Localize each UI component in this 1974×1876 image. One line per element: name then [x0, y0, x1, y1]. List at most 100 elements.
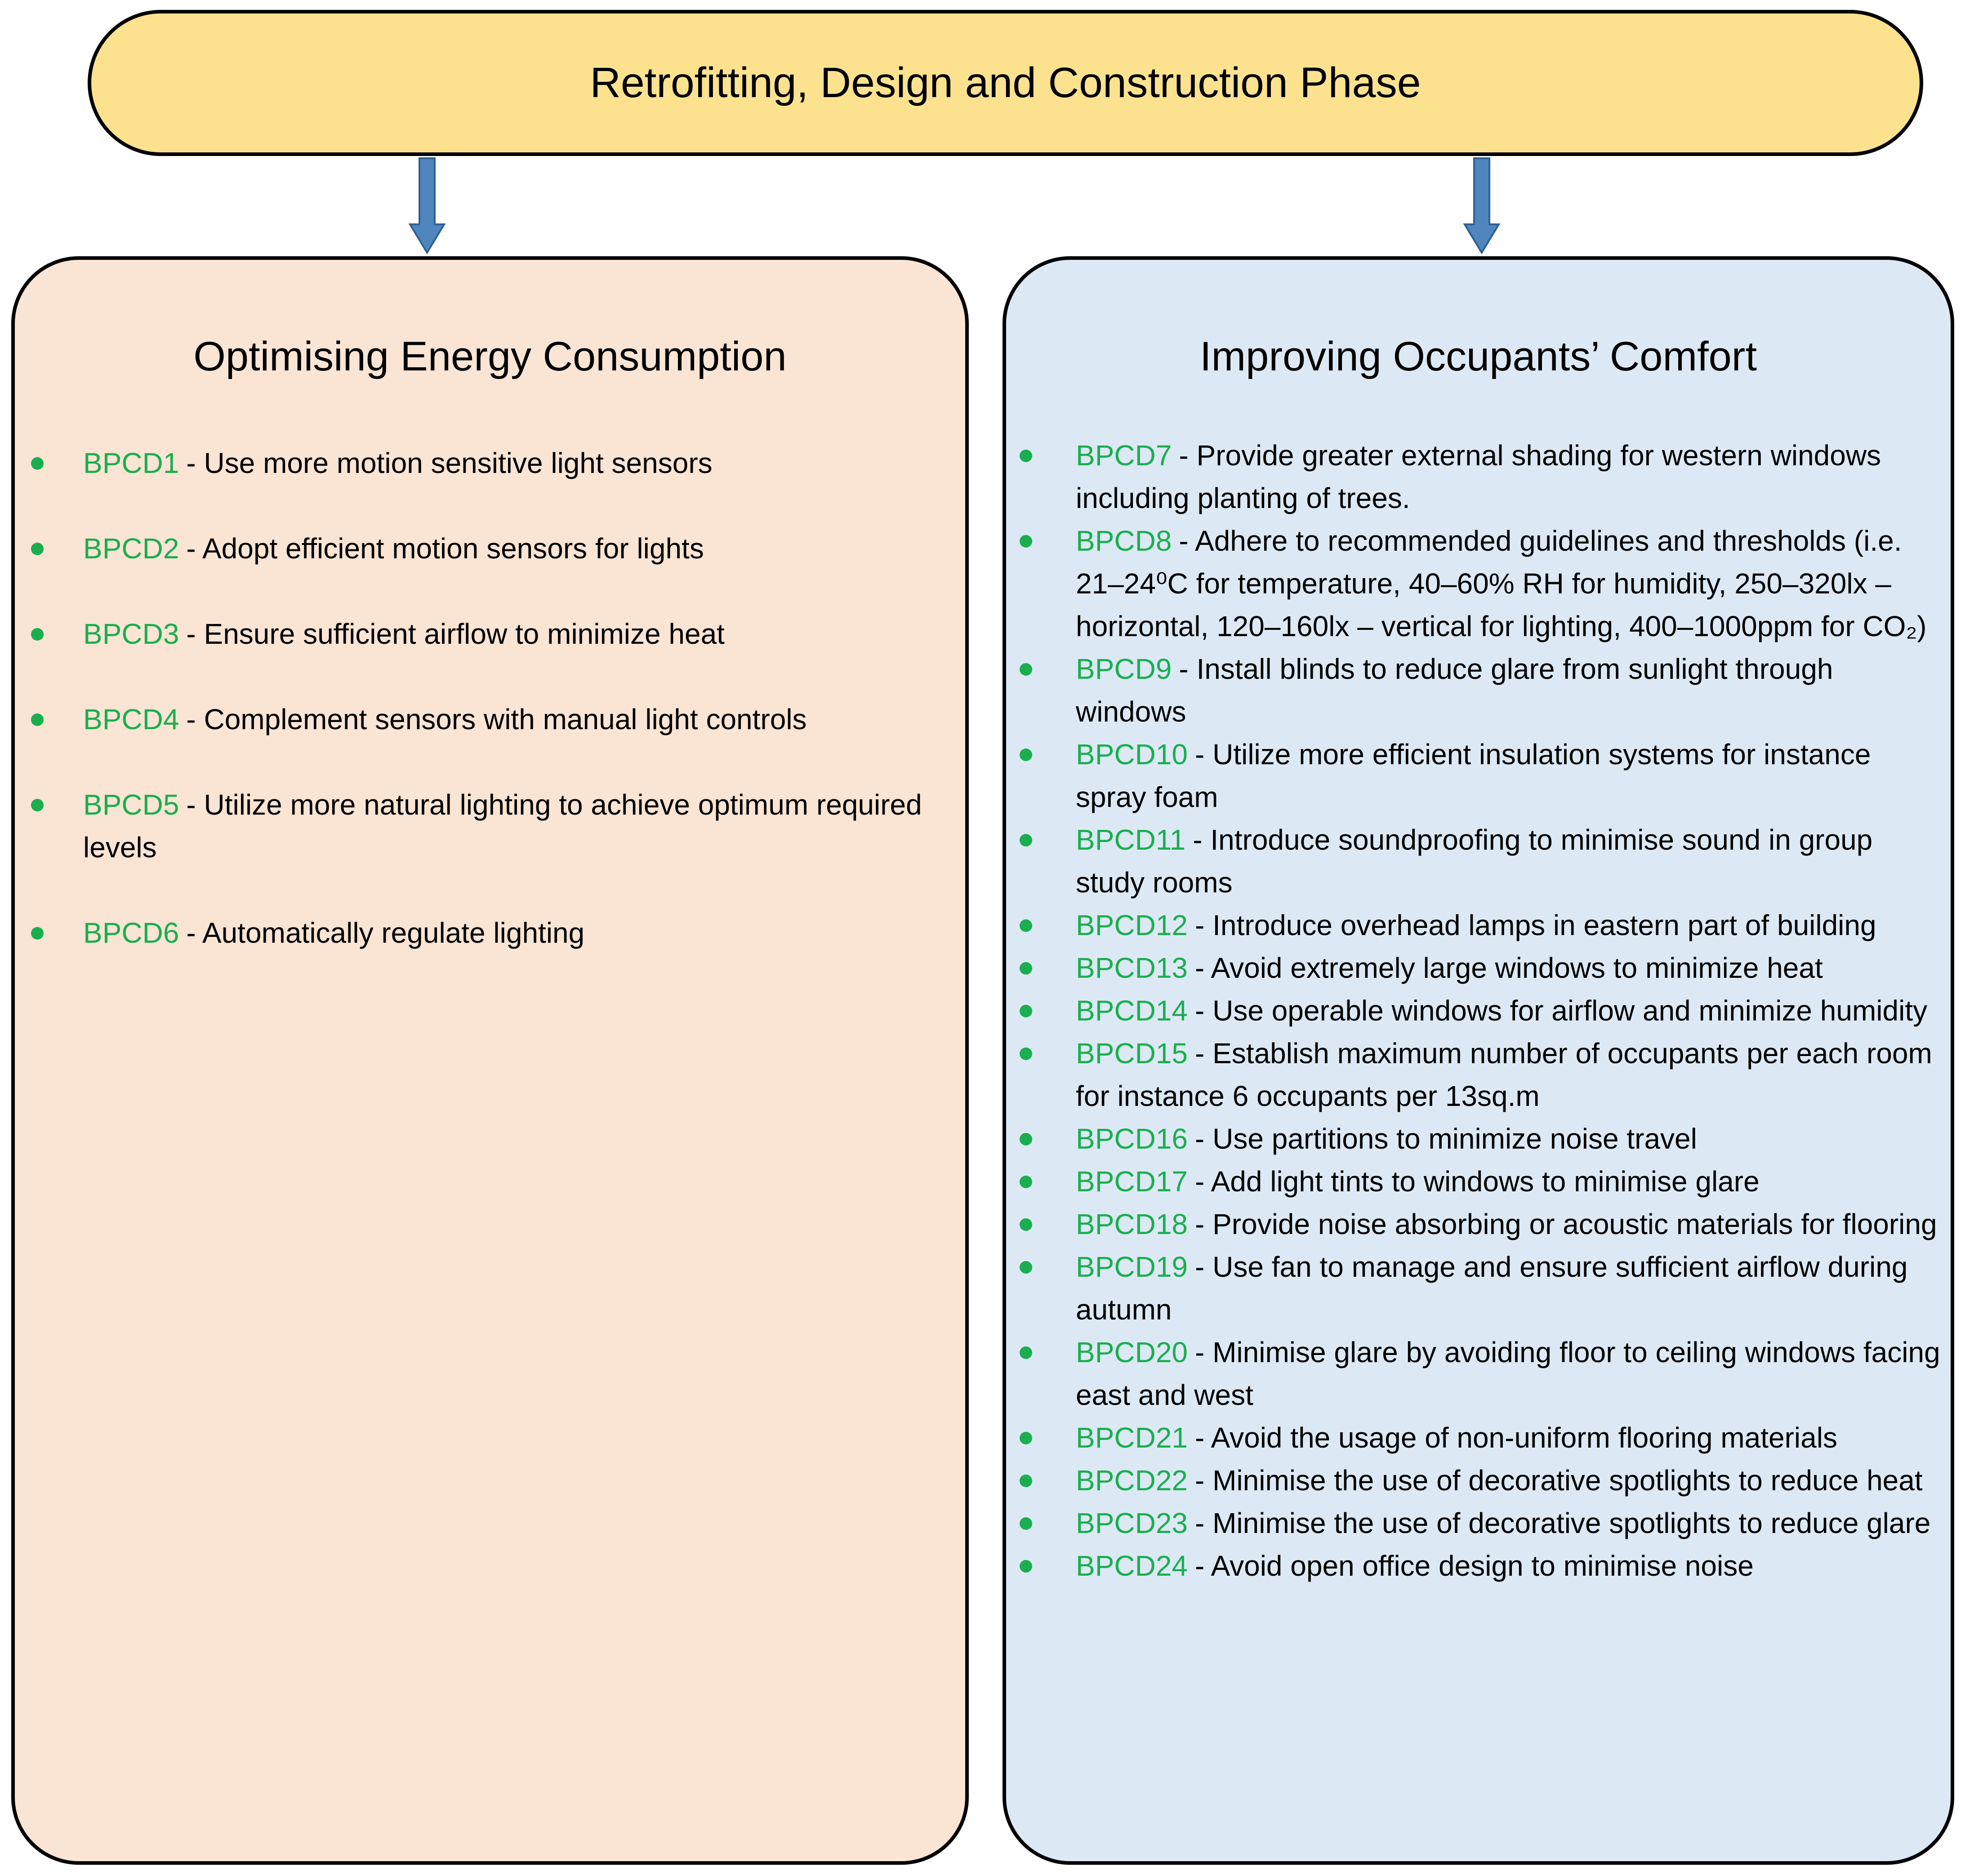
bpcd-code: BPCD2 [83, 532, 179, 565]
bullet-icon [1020, 1261, 1032, 1274]
bpcd-list-item: BPCD16- Use partitions to minimize noise… [1020, 1118, 1942, 1160]
bpcd-item-text-block: BPCD7- Provide greater external shading … [1076, 434, 1942, 520]
bpcd-list-item: BPCD5- Utilize more natural lighting to … [31, 784, 945, 869]
bpcd-description: - Provide noise absorbing or acoustic ma… [1195, 1208, 1937, 1240]
bpcd-code: BPCD21 [1076, 1421, 1188, 1454]
bpcd-list-item: BPCD12- Introduce overhead lamps in east… [1020, 904, 1942, 947]
bpcd-item-text-block: BPCD12- Introduce overhead lamps in east… [1076, 904, 1942, 947]
bpcd-list-item: BPCD17- Add light tints to windows to mi… [1020, 1160, 1942, 1203]
bpcd-list-item: BPCD10- Utilize more efficient insulatio… [1020, 733, 1942, 819]
bpcd-description: - Complement sensors with manual light c… [186, 703, 807, 735]
bullet-icon [1020, 1218, 1032, 1231]
bpcd-description: - Introduce overhead lamps in eastern pa… [1195, 909, 1876, 941]
bpcd-item-text-block: BPCD4- Complement sensors with manual li… [83, 698, 945, 741]
bpcd-code: BPCD1 [83, 447, 179, 479]
bpcd-description: - Use fan to manage and ensure sufficien… [1076, 1251, 1908, 1326]
bpcd-list-item: BPCD6- Automatically regulate lighting [31, 912, 945, 954]
bpcd-list-item: BPCD8- Adhere to recommended guidelines … [1020, 520, 1942, 648]
bullet-icon [1020, 834, 1032, 847]
bpcd-code: BPCD19 [1076, 1251, 1188, 1283]
bpcd-list-item: BPCD19- Use fan to manage and ensure suf… [1020, 1246, 1942, 1331]
bpcd-item-text-block: BPCD6- Automatically regulate lighting [83, 912, 945, 954]
comfort-panel-list: BPCD7- Provide greater external shading … [1020, 434, 1942, 1587]
bpcd-description: - Minimise the use of decorative spotlig… [1195, 1507, 1931, 1539]
bpcd-item-text-block: BPCD11- Introduce soundproofing to minim… [1076, 819, 1942, 904]
bullet-icon [31, 713, 44, 726]
bpcd-list-item: BPCD2- Adopt efficient motion sensors fo… [31, 527, 945, 570]
bpcd-code: BPCD9 [1076, 653, 1172, 685]
bpcd-code: BPCD4 [83, 703, 179, 735]
bpcd-item-text-block: BPCD5- Utilize more natural lighting to … [83, 784, 945, 869]
bpcd-list-item: BPCD14- Use operable windows for airflow… [1020, 989, 1942, 1032]
bpcd-list-item: BPCD7- Provide greater external shading … [1020, 434, 1942, 520]
bullet-icon [1020, 1047, 1032, 1060]
bullet-icon [1020, 1346, 1032, 1359]
bpcd-code: BPCD8 [1076, 525, 1172, 557]
bpcd-item-text-block: BPCD24- Avoid open office design to mini… [1076, 1545, 1942, 1587]
bpcd-code: BPCD17 [1076, 1165, 1188, 1198]
bullet-icon [1020, 962, 1032, 975]
bpcd-description: - Use partitions to minimize noise trave… [1195, 1123, 1697, 1155]
bpcd-description: - Avoid extremely large windows to minim… [1195, 952, 1823, 984]
bpcd-code: BPCD5 [83, 789, 179, 821]
bpcd-item-text-block: BPCD13- Avoid extremely large windows to… [1076, 947, 1942, 989]
bpcd-list-item: BPCD1- Use more motion sensitive light s… [31, 442, 945, 485]
energy-panel-heading: Optimising Energy Consumption [193, 334, 787, 379]
bpcd-code: BPCD16 [1076, 1123, 1188, 1155]
down-arrow-icon [1463, 157, 1501, 254]
bullet-icon [31, 457, 44, 470]
bpcd-list-item: BPCD21- Avoid the usage of non-uniform f… [1020, 1417, 1942, 1459]
bpcd-description: - Minimise glare by avoiding floor to ce… [1076, 1336, 1940, 1411]
bpcd-code: BPCD15 [1076, 1037, 1188, 1069]
bullet-icon [1020, 1133, 1032, 1145]
bpcd-description: - Use more motion sensitive light sensor… [186, 447, 713, 479]
down-arrow-icon [408, 157, 446, 254]
bpcd-code: BPCD18 [1076, 1208, 1188, 1240]
bullet-icon [1020, 1475, 1032, 1487]
bullet-icon [1020, 1176, 1032, 1188]
bpcd-description: - Use operable windows for airflow and m… [1195, 994, 1928, 1027]
bullet-icon [31, 628, 44, 641]
bpcd-description: - Adopt efficient motion sensors for lig… [186, 532, 704, 565]
bpcd-list-item: BPCD22- Minimise the use of decorative s… [1020, 1459, 1942, 1502]
bpcd-list-item: BPCD15- Establish maximum number of occu… [1020, 1032, 1942, 1118]
bullet-icon [31, 543, 44, 555]
bpcd-description: - Automatically regulate lighting [186, 917, 585, 949]
bpcd-item-text-block: BPCD10- Utilize more efficient insulatio… [1076, 733, 1942, 819]
bpcd-code: BPCD3 [83, 618, 179, 650]
bpcd-item-text-block: BPCD22- Minimise the use of decorative s… [1076, 1459, 1942, 1502]
bpcd-code: BPCD20 [1076, 1336, 1188, 1368]
bpcd-description: - Establish maximum number of occupants … [1076, 1037, 1932, 1112]
bpcd-code: BPCD7 [1076, 439, 1172, 472]
bpcd-code: BPCD12 [1076, 909, 1188, 941]
bpcd-list-item: BPCD18- Provide noise absorbing or acous… [1020, 1203, 1942, 1246]
bullet-icon [31, 799, 44, 811]
energy-panel-list: BPCD1- Use more motion sensitive light s… [31, 442, 945, 954]
bpcd-list-item: BPCD23- Minimise the use of decorative s… [1020, 1502, 1942, 1545]
bpcd-code: BPCD11 [1076, 824, 1186, 856]
bullet-icon [31, 927, 44, 940]
bpcd-description: - Avoid open office design to minimise n… [1195, 1550, 1754, 1582]
bullet-icon [1020, 1560, 1032, 1573]
bpcd-code: BPCD23 [1076, 1507, 1188, 1539]
bpcd-item-text-block: BPCD20- Minimise glare by avoiding floor… [1076, 1331, 1942, 1417]
bpcd-item-text-block: BPCD1- Use more motion sensitive light s… [83, 442, 945, 485]
bpcd-list-item: BPCD9- Install blinds to reduce glare fr… [1020, 648, 1942, 733]
bpcd-list-item: BPCD4- Complement sensors with manual li… [31, 698, 945, 741]
bpcd-item-text-block: BPCD18- Provide noise absorbing or acous… [1076, 1203, 1942, 1246]
comfort-panel: Improving Occupants’ Comfort BPCD7- Prov… [1003, 256, 1954, 1865]
bullet-icon [1020, 1005, 1032, 1017]
bpcd-code: BPCD10 [1076, 738, 1188, 771]
bullet-icon [1020, 450, 1032, 462]
bpcd-item-text-block: BPCD16- Use partitions to minimize noise… [1076, 1118, 1942, 1160]
bpcd-code: BPCD6 [83, 917, 179, 949]
bpcd-description: - Install blinds to reduce glare from su… [1076, 653, 1833, 728]
bpcd-description: - Add light tints to windows to minimise… [1195, 1165, 1760, 1198]
bpcd-code: BPCD24 [1076, 1550, 1188, 1582]
bpcd-item-text-block: BPCD23- Minimise the use of decorative s… [1076, 1502, 1942, 1545]
bpcd-description: - Ensure sufficient airflow to minimize … [186, 618, 725, 650]
bpcd-code: BPCD14 [1076, 994, 1188, 1027]
bpcd-item-text-block: BPCD21- Avoid the usage of non-uniform f… [1076, 1417, 1942, 1459]
bpcd-code: BPCD22 [1076, 1464, 1188, 1497]
